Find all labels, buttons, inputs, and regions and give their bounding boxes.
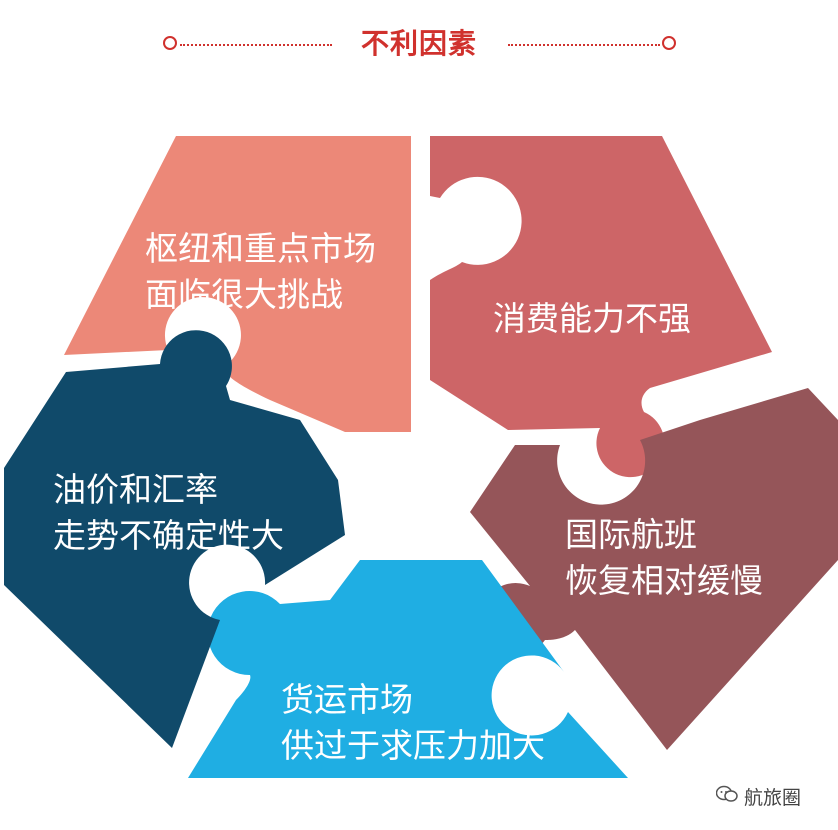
right-circle-ornament [662,36,676,50]
label-right-line1: 国际航班 [565,515,697,554]
left-dotted-line [180,44,332,46]
label-bottom-line2: 供过于求压力加大 [281,726,545,765]
watermark: 航旅圈 [715,783,802,810]
label-bottom: 货运市场 供过于求压力加大 [281,677,545,769]
header: 不利因素 [0,0,838,90]
right-dotted-line [508,44,660,46]
label-left-line2: 走势不确定性大 [53,516,284,555]
puzzle-piece-top-right [430,136,772,478]
label-top-left-line2: 面临很大挑战 [145,275,343,314]
watermark-text: 航旅圈 [744,787,802,809]
label-left: 油价和汇率 走势不确定性大 [53,467,284,559]
left-circle-ornament [163,36,177,50]
label-top-left-line1: 枢纽和重点市场 [145,229,376,268]
puzzle-piece-bottom [188,560,628,778]
label-right: 国际航班 恢复相对缓慢 [565,512,763,604]
label-bottom-line1: 货运市场 [281,680,413,719]
puzzle-piece-left [4,330,345,748]
page-title: 不利因素 [360,27,477,60]
label-top-left: 枢纽和重点市场 面临很大挑战 [145,226,376,318]
puzzle-piece-top-left [64,136,411,432]
wechat-icon [715,785,738,808]
label-left-line1: 油价和汇率 [53,470,218,509]
puzzle-piece-right [470,388,838,750]
label-right-line2: 恢复相对缓慢 [565,561,763,600]
label-top-right-line1: 消费能力不强 [493,299,691,338]
label-top-right: 消费能力不强 [493,296,691,342]
